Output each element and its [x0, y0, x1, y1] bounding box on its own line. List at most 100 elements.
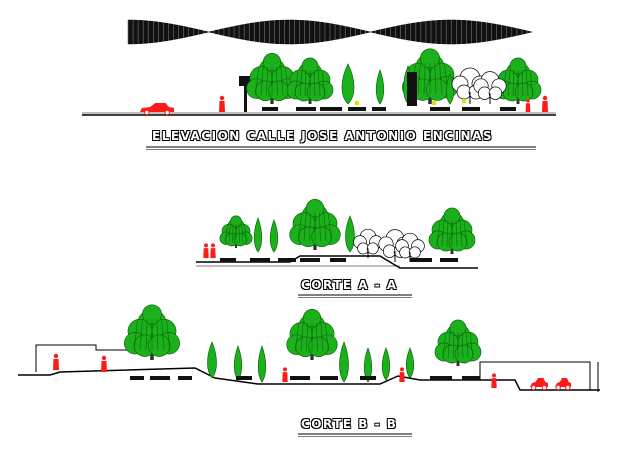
vehicle-silhouette — [250, 258, 270, 262]
person-body — [542, 101, 548, 112]
tree-branch — [238, 224, 240, 243]
cypress-tree — [207, 341, 217, 379]
tree-branch — [324, 322, 329, 352]
person-body — [203, 248, 209, 258]
red-car — [555, 378, 571, 391]
person-body — [53, 359, 59, 370]
tree-branch — [512, 69, 515, 97]
cypress-canopy — [341, 63, 355, 105]
person-head — [492, 373, 496, 378]
tree-branch — [300, 322, 304, 352]
tree-branch — [434, 63, 437, 95]
person-head — [219, 95, 225, 101]
person-body — [219, 101, 225, 112]
tree-branch — [439, 63, 443, 95]
vehicle-silhouette — [296, 107, 316, 111]
vehicle-silhouette — [440, 258, 458, 262]
person-figure — [491, 373, 497, 388]
cypress-tree — [375, 68, 385, 105]
person-head — [53, 353, 59, 359]
tree-branch — [423, 63, 426, 95]
vehicle-silhouette — [320, 107, 342, 111]
person-head — [204, 243, 208, 248]
section-a-terrain — [196, 255, 478, 269]
vehicle-silhouette — [360, 376, 376, 380]
car-wheel — [541, 384, 548, 391]
tree-branch — [446, 219, 449, 247]
outline-tree — [473, 71, 507, 104]
tree-canopy — [448, 232, 468, 252]
broadleaf-tree — [219, 215, 253, 248]
vehicle-silhouette — [410, 258, 432, 262]
tree-branch — [321, 69, 326, 97]
tree-branch — [323, 212, 327, 242]
tree-branch — [436, 219, 441, 247]
tree-branch — [166, 319, 171, 351]
vehicle-silhouette — [300, 258, 320, 262]
person-head — [101, 355, 107, 361]
outline-tree — [353, 228, 383, 258]
person-body — [210, 248, 216, 258]
tree-branch — [161, 319, 165, 351]
vehicle-silhouette — [500, 107, 516, 111]
vehicle-silhouette — [178, 376, 192, 380]
tree-branch — [133, 319, 138, 351]
tree-branch — [309, 212, 311, 242]
cypress-canopy — [257, 344, 267, 383]
tree-branch — [244, 224, 247, 243]
tree-branch — [447, 331, 451, 359]
tree-branch — [452, 331, 455, 359]
building-outline-left — [35, 344, 130, 372]
tree-branch — [255, 66, 260, 96]
person-body — [525, 103, 531, 112]
building-outline-right — [479, 361, 591, 390]
person-body — [101, 361, 107, 372]
tower-element — [407, 72, 417, 106]
outline-canopy — [488, 86, 503, 100]
vehicle-silhouette — [330, 258, 346, 262]
cypress-canopy — [339, 341, 349, 383]
tree-branch — [442, 331, 447, 359]
outline-tree — [395, 232, 425, 262]
billboard-sign — [239, 76, 253, 86]
broadleaf-tree — [428, 207, 476, 254]
tree-canopy — [233, 232, 247, 247]
person-head — [211, 243, 215, 248]
vehicle-silhouette — [278, 258, 296, 262]
tree-branch — [455, 219, 458, 247]
red-car — [140, 103, 174, 116]
elevation-title: ELEVACION CALLE JOSE ANTONIO ENCINAS — [152, 129, 494, 143]
tree-branch — [463, 219, 468, 247]
cypress-tree — [253, 216, 263, 253]
broadleaf-tree — [434, 319, 482, 366]
person-body — [282, 372, 288, 382]
section-b-title: CORTE B - B — [301, 417, 398, 431]
cypress-tree — [363, 346, 373, 383]
vehicle-silhouette — [430, 376, 452, 380]
cypress-canopy — [363, 346, 373, 383]
scale-bar-band — [127, 19, 533, 45]
tree-branch — [145, 319, 148, 351]
section-b-b — [18, 304, 600, 392]
vehicle-silhouette — [348, 107, 366, 111]
tree-branch — [139, 319, 143, 351]
vehicle-silhouette — [130, 376, 144, 380]
cypress-tree — [341, 63, 355, 105]
car-wheel — [164, 109, 170, 116]
tree-canopy — [514, 82, 534, 102]
person-figure — [219, 95, 225, 112]
person-figure — [525, 99, 531, 112]
vehicle-silhouette — [236, 376, 252, 380]
cypress-canopy — [345, 215, 355, 253]
tree-branch — [299, 69, 303, 97]
tree-branch — [260, 66, 264, 96]
cypress-tree — [381, 347, 391, 381]
vehicle-silhouette — [262, 107, 278, 111]
person-body — [491, 378, 497, 388]
tree-branch — [320, 322, 324, 352]
tree-branch — [316, 322, 318, 352]
car-body — [555, 378, 571, 387]
vehicle-silhouette — [220, 258, 236, 262]
